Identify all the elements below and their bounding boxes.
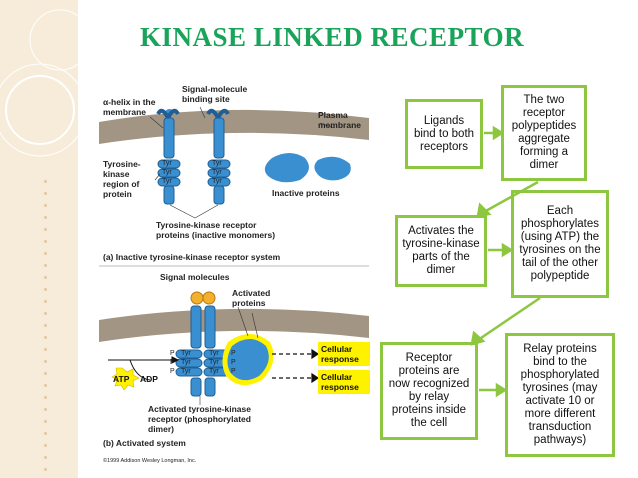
flow-box-receptor-recognized: Receptor proteins are now recognized by … bbox=[380, 342, 478, 440]
alpha-helix-label: α-helix in the membrane bbox=[103, 97, 156, 117]
decorative-dot bbox=[44, 456, 47, 459]
decorative-circles bbox=[0, 9, 91, 157]
decorative-dot bbox=[44, 372, 47, 375]
inactive-proteins-shapes bbox=[264, 153, 351, 183]
copyright-note: ©1999 Addison Wesley Longman, Inc. bbox=[103, 458, 197, 464]
decorative-dot bbox=[44, 444, 47, 447]
tyr-label: Tyr bbox=[212, 178, 222, 185]
signal-molecules bbox=[190, 291, 216, 305]
decorative-dot bbox=[44, 240, 47, 243]
cellular-response-1: Cellular response bbox=[318, 342, 370, 366]
decorative-dot bbox=[44, 312, 47, 315]
decorative-dot bbox=[44, 288, 47, 291]
top-leader-lines bbox=[149, 106, 335, 219]
decorative-dot bbox=[44, 228, 47, 231]
plasma-membrane-label: Plasma membrane bbox=[318, 110, 361, 130]
atp-label: ATP bbox=[113, 374, 130, 384]
flow-box-relay-proteins: Relay proteins bind to the phosphorylate… bbox=[505, 333, 615, 457]
tyr-label: Tyr bbox=[162, 169, 172, 176]
atp-starburst bbox=[111, 367, 140, 391]
phosphate-label: P bbox=[231, 368, 236, 375]
top-receptor-right bbox=[206, 108, 231, 205]
decorative-dot bbox=[44, 348, 47, 351]
receptor-monomers-label: Tyrosine-kinase receptor proteins (inact… bbox=[156, 220, 276, 240]
bottom-caption: (b) Activated system bbox=[103, 438, 186, 448]
decorative-dot bbox=[44, 324, 47, 327]
atp-arrow bbox=[108, 356, 180, 381]
tyr-label: Tyr bbox=[162, 160, 172, 167]
phosphate-label: P bbox=[231, 359, 236, 366]
decorative-dot bbox=[44, 432, 47, 435]
slide-title: KINASE LINKED RECEPTOR bbox=[140, 22, 525, 52]
decorative-dot bbox=[44, 276, 47, 279]
tyr-label: Tyr bbox=[212, 169, 222, 176]
activated-receptor-label: Activated tyrosine-kinase receptor (phos… bbox=[148, 404, 251, 434]
tyrosine-region-label: Tyrosine-kinase region of protein bbox=[103, 159, 141, 199]
flow-box-ligands: Ligands bind to both receptors bbox=[405, 99, 483, 169]
decorative-dot bbox=[44, 252, 47, 255]
bottom-membrane bbox=[99, 308, 369, 342]
tyr-label: Tyr bbox=[212, 160, 222, 167]
activated-proteins-label: Activated proteins bbox=[232, 288, 271, 308]
response-arrows bbox=[272, 348, 320, 384]
decorative-dot bbox=[44, 384, 47, 387]
top-caption: (a) Inactive tyrosine-kinase receptor sy… bbox=[103, 252, 281, 262]
flow-box-phosphorylates: Each phosphorylates (using ATP) the tyro… bbox=[511, 190, 609, 298]
phosphate-label: P bbox=[170, 359, 175, 366]
flow-box-activates: Activates the tyrosine-kinase parts of t… bbox=[395, 215, 487, 287]
tyr-label: Tyr bbox=[181, 350, 191, 357]
inactive-proteins-label: Inactive proteins bbox=[272, 188, 340, 198]
bottom-leader-lines bbox=[199, 306, 259, 405]
tyr-label: Tyr bbox=[209, 359, 219, 366]
decorative-dot bbox=[44, 408, 47, 411]
decorative-dot bbox=[44, 396, 47, 399]
figure-background bbox=[99, 80, 369, 470]
phosphate-label: P bbox=[231, 350, 236, 357]
tyr-label: Tyr bbox=[162, 178, 172, 185]
decorative-dot bbox=[44, 204, 47, 207]
decorative-dot bbox=[44, 336, 47, 339]
flow-box-dimer: The two receptor polypeptides aggregate … bbox=[501, 85, 587, 181]
decorative-dot bbox=[44, 192, 47, 195]
top-receptor-left bbox=[156, 108, 181, 205]
tyr-label: Tyr bbox=[181, 368, 191, 375]
tyr-label: Tyr bbox=[209, 350, 219, 357]
activated-proteins-shape bbox=[222, 334, 274, 386]
phosphate-label: P bbox=[170, 350, 175, 357]
decorative-dot bbox=[44, 264, 47, 267]
decorative-dot bbox=[44, 300, 47, 303]
decorative-dot bbox=[44, 420, 47, 423]
decorative-side-strip bbox=[0, 0, 78, 478]
signal-site-label: Signal-molecule binding site bbox=[182, 84, 248, 104]
tyr-label: Tyr bbox=[181, 359, 191, 366]
decorative-dot bbox=[44, 360, 47, 363]
decorative-dot bbox=[44, 468, 47, 471]
adp-label: ADP bbox=[140, 374, 158, 384]
tyr-label: Tyr bbox=[209, 368, 219, 375]
phosphate-label: P bbox=[170, 368, 175, 375]
decorative-dot bbox=[44, 180, 47, 183]
decorative-dot bbox=[44, 216, 47, 219]
signal-molecules-label: Signal molecules bbox=[160, 272, 230, 282]
cellular-response-2: Cellular response bbox=[318, 370, 370, 394]
